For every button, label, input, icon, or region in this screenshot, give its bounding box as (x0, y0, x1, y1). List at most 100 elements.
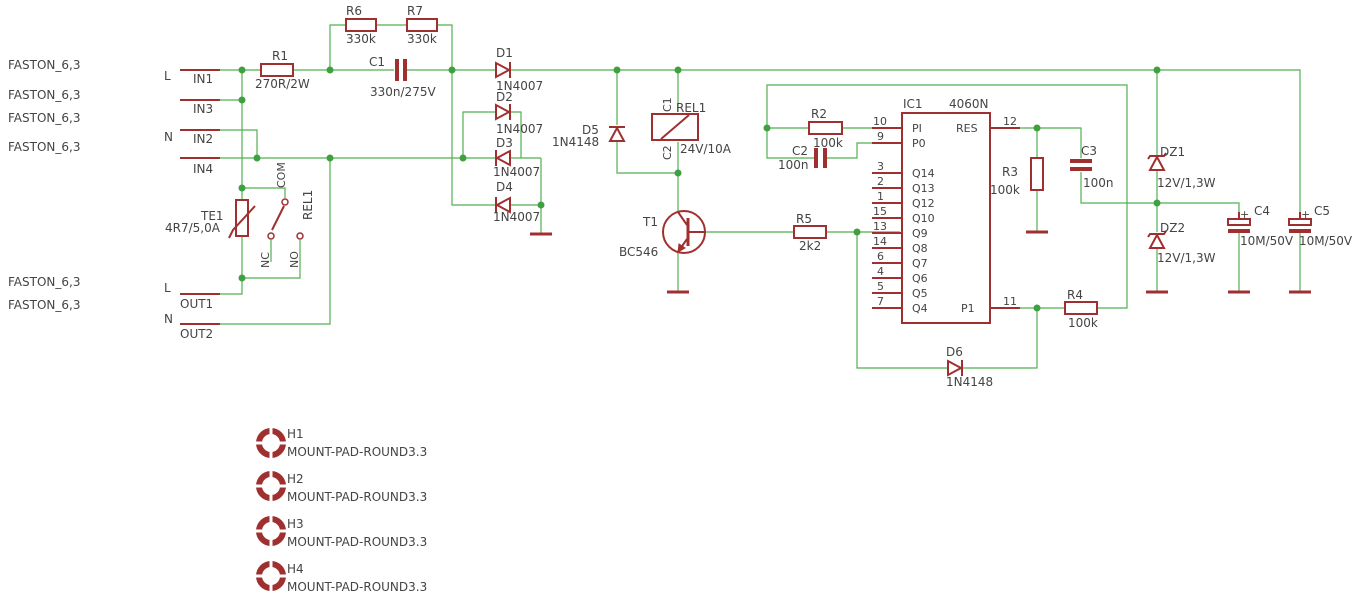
part-value: 1N4148 (552, 135, 599, 149)
part-value: 10M/50V (1299, 234, 1353, 248)
ic-pin: 4Q6 (872, 265, 928, 285)
diode-d5: D5 1N4148 (552, 123, 626, 149)
connector-name-label: IN2 (193, 132, 213, 146)
part-value: 1N4148 (946, 375, 993, 389)
part-name: R2 (811, 107, 827, 121)
pin-number: 6 (877, 250, 884, 263)
part-value: 12V/1,3W (1157, 176, 1216, 190)
part-value: 330n/275V (370, 85, 436, 99)
relay-switch-rel1: COM NC NO REL1 (259, 162, 315, 268)
pin-name: Q10 (912, 212, 935, 225)
part-value: MOUNT-PAD-ROUND3.3 (287, 445, 427, 459)
resistor-r2: R2 100k (808, 107, 843, 150)
part-name: R1 (272, 49, 288, 63)
pin-number: 3 (877, 160, 884, 173)
part-name: H3 (287, 517, 304, 531)
connector-name-label: OUT2 (180, 327, 213, 341)
zener-dz2: DZ2 12V/1,3W (1146, 221, 1216, 294)
diode-d4: D4 1N4007 (493, 180, 540, 224)
connector-in1: FASTON_6,3 L IN1 (8, 58, 220, 86)
capacitor-c3: C3 100n (1070, 144, 1114, 190)
pin-name: Q4 (912, 302, 928, 315)
capacitor-c1: C1 330n/275V (369, 55, 436, 99)
ic-pin: 5Q5 (872, 280, 928, 300)
part-value: 12V/1,3W (1157, 251, 1216, 265)
resistor-r7: R7 330k (406, 4, 438, 46)
coil-pin-label: C1 (661, 97, 674, 112)
resistor-r3: R3 100k (990, 157, 1048, 234)
part-name: C2 (792, 144, 808, 158)
connector-type-label: FASTON_6,3 (8, 88, 80, 102)
resistor-r6: R6 330k (345, 4, 377, 46)
part-value: BC546 (619, 245, 658, 259)
part-value: 100k (990, 183, 1020, 197)
net-label: N (164, 312, 173, 326)
part-name: D5 (582, 123, 599, 137)
part-value: 10M/50V (1240, 234, 1294, 248)
pin-number: 4 (877, 265, 884, 278)
part-name: R3 (1002, 165, 1018, 179)
part-name: D6 (946, 345, 963, 359)
mount-pad-h2: H2 MOUNT-PAD-ROUND3.3 (256, 471, 427, 504)
pin-number: 7 (877, 295, 884, 308)
part-value: 100n (1083, 176, 1114, 190)
part-name: DZ1 (1160, 145, 1185, 159)
part-name: TE1 (200, 209, 224, 223)
capacitor-c2: C2 100n (778, 144, 827, 172)
part-name: C1 (369, 55, 385, 69)
part-name: REL1 (301, 190, 315, 220)
part-value: 100n (778, 158, 809, 172)
diode-d3: D3 1N4007 (493, 136, 540, 179)
pin-number: 5 (877, 280, 884, 293)
connector-out2: FASTON_6,3 N OUT2 (8, 298, 220, 341)
part-name: DZ2 (1160, 221, 1185, 235)
resistor-r4: R4 100k (1064, 288, 1098, 330)
net-label: L (164, 69, 171, 83)
part-name: H4 (287, 562, 304, 576)
diode-d2: D2 1N4007 (495, 90, 543, 136)
connector-type-label: FASTON_6,3 (8, 140, 80, 154)
connector-type-label: FASTON_6,3 (8, 298, 80, 312)
part-name: D4 (496, 180, 513, 194)
pin-number: 2 (877, 175, 884, 188)
part-value: MOUNT-PAD-ROUND3.3 (287, 535, 427, 549)
switch-pin-label: NC (259, 252, 272, 268)
part-value: 4060N (949, 97, 989, 111)
net-label: N (164, 130, 173, 144)
part-name: C4 (1254, 204, 1270, 218)
part-name: H2 (287, 472, 304, 486)
diode-d6: D6 1N4148 (946, 345, 993, 389)
relay-coil-rel1: REL1 24V/10A C1 C2 (651, 97, 732, 160)
part-value: 2k2 (799, 239, 821, 253)
transistor-t1: T1 BC546 (619, 210, 706, 294)
connector-in3: FASTON_6,3 IN3 (8, 88, 220, 116)
part-value: 270R/2W (255, 77, 310, 91)
pin-name: Q9 (912, 227, 928, 240)
coil-pin-label: C2 (661, 145, 674, 160)
pin-number: 10 (873, 115, 887, 128)
pin-name: P0 (912, 137, 926, 150)
part-name: IC1 (903, 97, 923, 111)
pin-name: Q13 (912, 182, 935, 195)
capacitor-c4: + C4 10M/50V (1227, 204, 1294, 294)
diode-d1: D1 1N4007 (495, 46, 543, 93)
connector-type-label: FASTON_6,3 (8, 275, 80, 289)
connector-in2: FASTON_6,3 N IN2 (8, 111, 220, 146)
part-value: MOUNT-PAD-ROUND3.3 (287, 490, 427, 504)
part-value: 24V/10A (680, 142, 732, 156)
connector-type-label: FASTON_6,3 (8, 58, 80, 72)
ic-pin: 7Q4 (872, 295, 928, 315)
ic-pin: 6Q7 (872, 250, 928, 270)
mount-pad-h3: H3 MOUNT-PAD-ROUND3.3 (256, 516, 427, 549)
part-name: R7 (407, 4, 423, 18)
pin-number: 14 (873, 235, 887, 248)
junctions (238, 66, 1161, 312)
pin-number: 12 (1003, 115, 1017, 128)
